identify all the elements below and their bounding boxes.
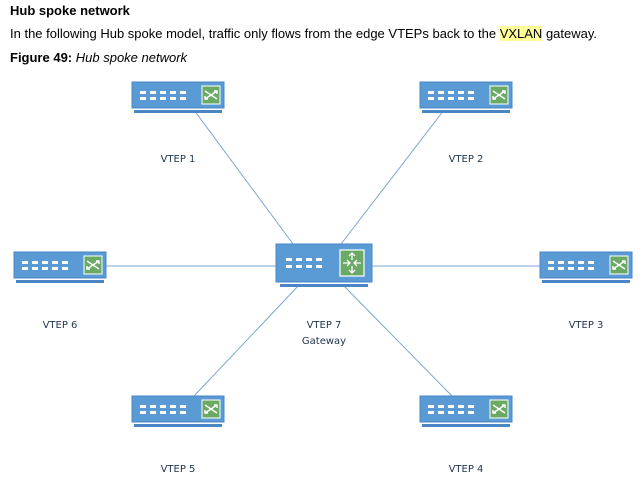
switch-icon: [83, 255, 103, 275]
links-layer: [104, 109, 540, 397]
switch-icon: [609, 255, 629, 275]
vtep7-label: VTEP 7: [306, 320, 342, 331]
switch-icon: [201, 399, 221, 419]
router-ports: [286, 258, 322, 268]
highlighted-term: VXLAN: [499, 26, 543, 41]
switch-base: [16, 280, 104, 283]
switch-base: [422, 110, 510, 113]
vtep6-switch: [13, 251, 107, 283]
vtep1-label: VTEP 1: [160, 154, 196, 165]
switch-ports: [140, 91, 186, 100]
vtep1-switch: [131, 81, 225, 113]
switch-icon: [201, 85, 221, 105]
link-vtep7-vtep5: [193, 283, 301, 397]
vtep6-label: VTEP 6: [42, 320, 78, 331]
figure-label: Figure 49:: [10, 50, 73, 65]
link-vtep7-vtep2: [337, 109, 445, 249]
router-icon: [339, 249, 365, 277]
figure-title: Hub spoke network: [75, 50, 188, 65]
figure-caption: Figure 49: Hub spoke network: [10, 50, 187, 65]
vtep4-label: VTEP 4: [448, 464, 484, 475]
switch-ports: [428, 405, 474, 414]
switch-base: [422, 424, 510, 427]
switch-base: [134, 424, 222, 427]
vtep3-label: VTEP 3: [568, 320, 604, 331]
switch-icon: [489, 85, 509, 105]
router-base: [280, 284, 368, 287]
switch-icon: [489, 399, 509, 419]
intro-paragraph: In the following Hub spoke model, traffi…: [10, 26, 597, 41]
switch-base: [134, 110, 222, 113]
switch-base: [542, 280, 630, 283]
link-vtep7-vtep1: [193, 109, 297, 249]
switch-ports: [22, 261, 68, 270]
link-vtep7-vtep4: [341, 283, 453, 397]
intro-text-before: In the following Hub spoke model, traffi…: [10, 26, 500, 41]
vtep5-switch: [131, 395, 225, 427]
vtep7-role-label: Gateway: [301, 336, 347, 347]
switch-ports: [428, 91, 474, 100]
vtep2-switch: [419, 81, 513, 113]
switch-ports: [140, 405, 186, 414]
switch-ports: [548, 261, 594, 270]
vtep3-switch: [539, 251, 633, 283]
page-heading: Hub spoke network: [10, 3, 130, 18]
vtep5-label: VTEP 5: [160, 464, 196, 475]
vtep7-gateway-router: [275, 243, 373, 287]
vtep4-switch: [419, 395, 513, 427]
intro-text-after: gateway.: [542, 26, 598, 41]
vtep2-label: VTEP 2: [448, 154, 484, 165]
